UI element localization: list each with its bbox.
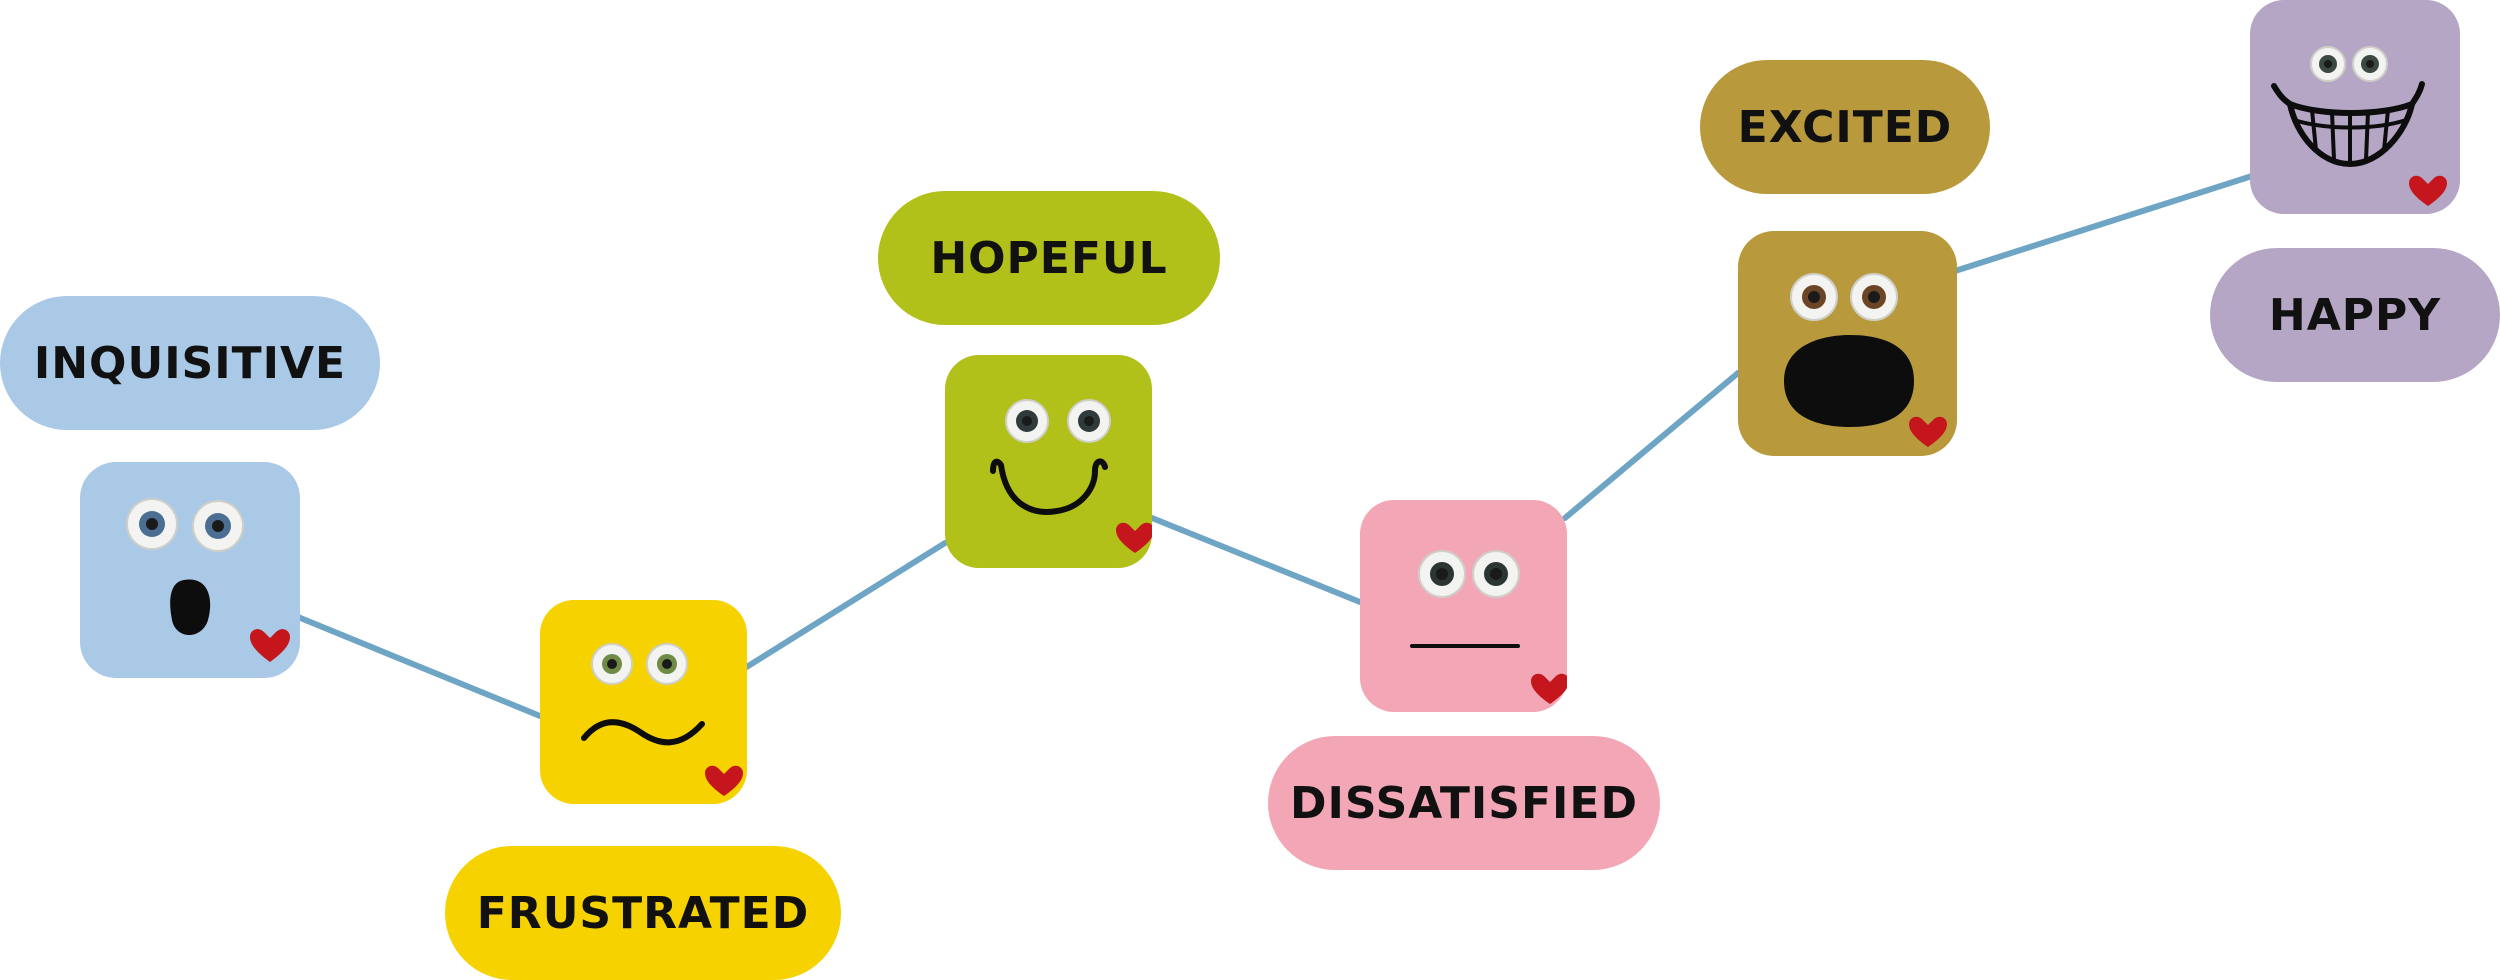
eyes-icon: [1790, 273, 1898, 321]
emotion-label-excited: EXCITED: [1700, 60, 1990, 194]
connector-hopeful-dissatisfied: [1149, 515, 1363, 605]
wide-open-mouth-icon: [1784, 335, 1914, 427]
heart-icon: [2409, 175, 2447, 206]
face-excited: [1738, 231, 1957, 456]
grin-mouth-icon: [2271, 81, 2425, 167]
connector-dissatisfied-excited: [1562, 370, 1741, 521]
heart-icon: [705, 765, 743, 796]
heart-icon: [1531, 673, 1567, 704]
eyes-icon: [2310, 46, 2388, 82]
connector-frustrated-hopeful: [742, 540, 948, 671]
emotion-label-happy: HAPPY: [2210, 248, 2500, 382]
emotion-label-hopeful: HOPEFUL: [878, 191, 1220, 325]
connector-inquisitive-frustrated: [295, 614, 543, 719]
emotion-label-dissatisfied: DISSATISFIED: [1268, 736, 1660, 870]
connector-excited-happy: [1952, 173, 2255, 274]
eyes-icon: [1418, 550, 1520, 598]
eyes-icon: [1005, 399, 1111, 443]
emotion-label-frustrated: FRUSTRATED: [445, 846, 841, 980]
eyes-icon: [126, 498, 244, 552]
open-mouth-icon: [170, 579, 211, 635]
face-frustrated: [540, 600, 747, 804]
heart-icon: [250, 629, 290, 662]
face-inquisitive: [80, 462, 300, 678]
face-hopeful: [945, 355, 1152, 568]
heart-icon: [1116, 522, 1152, 553]
eyes-icon: [591, 643, 688, 685]
smile-mouth-icon: [990, 458, 1108, 515]
emotion-label-inquisitive: INQUISITIVE: [0, 296, 380, 430]
heart-icon: [1909, 416, 1947, 447]
face-happy: [2250, 0, 2460, 214]
face-dissatisfied: [1360, 500, 1567, 712]
wavy-mouth-icon: [581, 719, 705, 746]
